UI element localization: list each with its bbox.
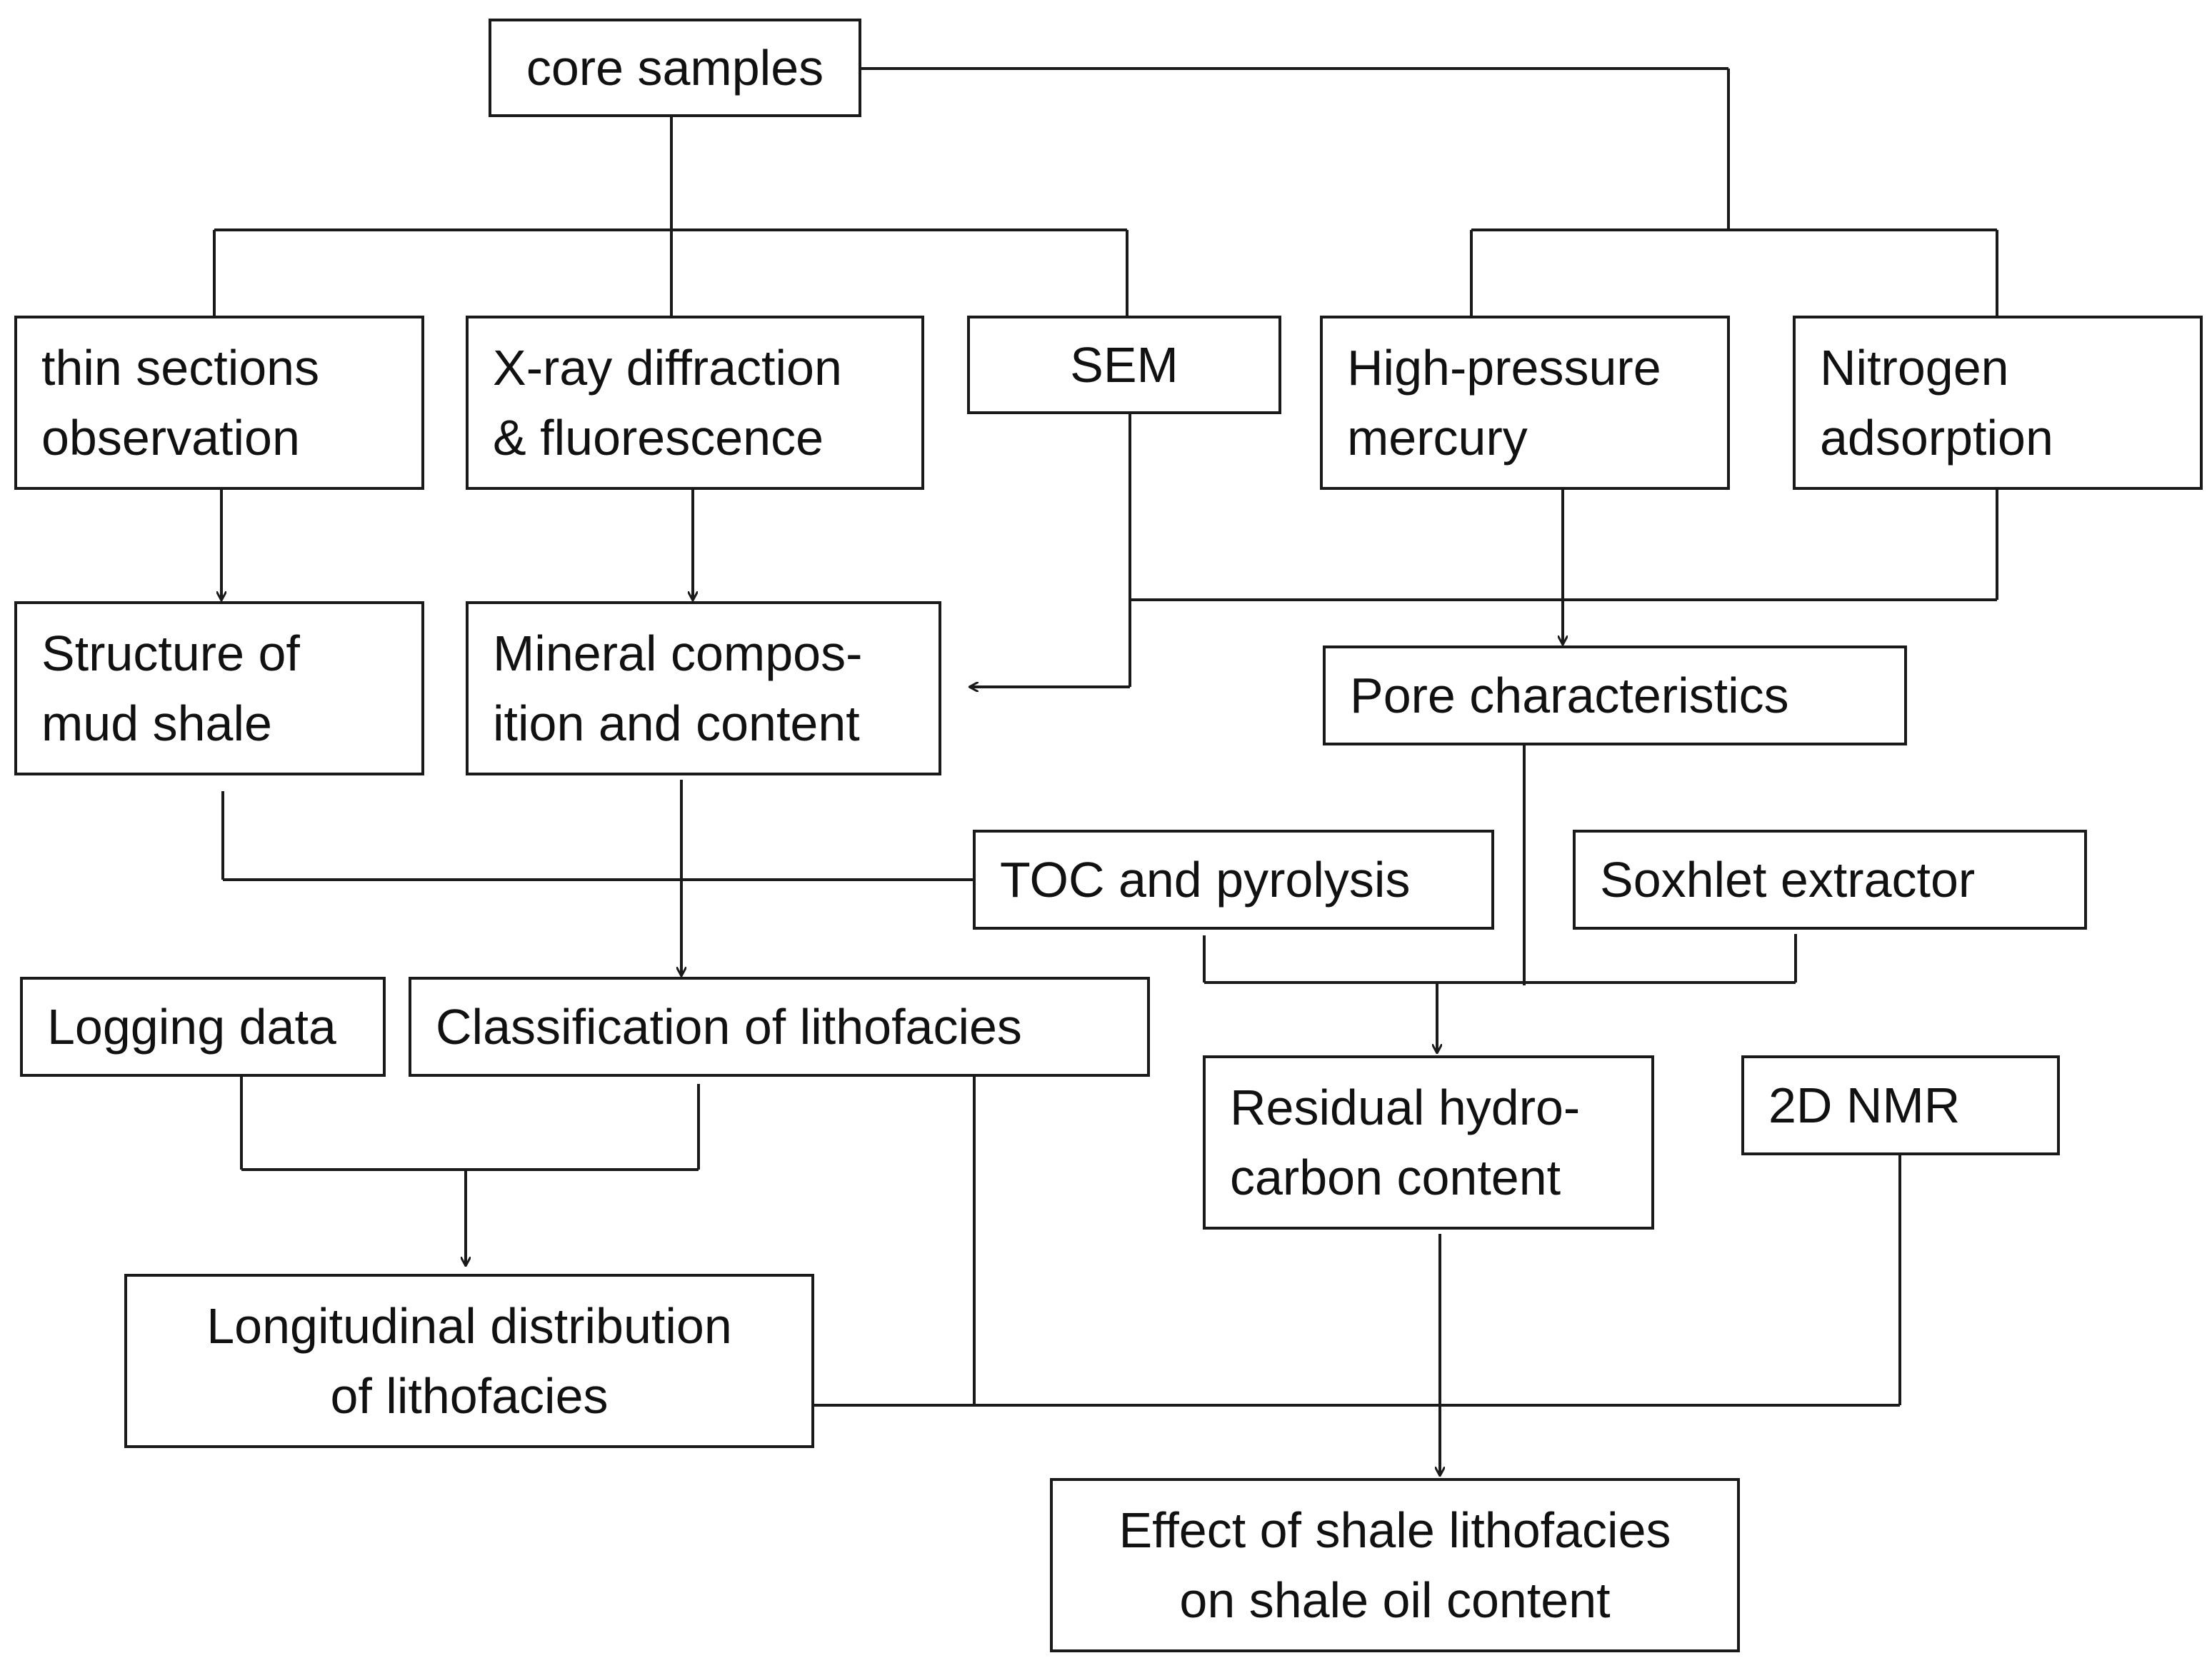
- node-logging-line-1: Logging data: [47, 999, 336, 1055]
- node-nitrogen-line-1: Nitrogen: [1820, 340, 2009, 396]
- node-longitudinal-distribution: Longitudinal distribution of lithofacies: [124, 1274, 814, 1448]
- node-soxhlet-line-1: Soxhlet extractor: [1600, 852, 1976, 908]
- node-effect-line-2: on shale oil content: [1179, 1572, 1611, 1628]
- node-toc-and-pyrolysis: TOC and pyrolysis: [973, 830, 1494, 930]
- node-nitrogen-adsorption: Nitrogen adsorption: [1793, 316, 2203, 490]
- node-core-samples: core samples: [489, 19, 861, 117]
- node-mineral-line-1: Mineral compos-: [493, 625, 863, 681]
- node-sem-line-1: SEM: [1070, 337, 1178, 393]
- node-nmr-line-1: 2D NMR: [1768, 1077, 1961, 1133]
- node-soxhlet-extractor: Soxhlet extractor: [1573, 830, 2087, 930]
- node-toc-line-1: TOC and pyrolysis: [1000, 852, 1411, 908]
- node-structure-of-mud-shale: Structure of mud shale: [14, 601, 424, 775]
- node-longitudinal-line-1: Longitudinal distribution: [206, 1298, 732, 1354]
- node-mineral-line-2: ition and content: [493, 695, 860, 751]
- node-xrd-line-1: X-ray diffraction: [493, 340, 842, 396]
- node-residual-line-1: Residual hydro-: [1230, 1080, 1581, 1135]
- node-thin-sections-line-2: observation: [41, 410, 300, 466]
- node-thin-sections-line-1: thin sections: [41, 340, 320, 396]
- node-effect-of-shale-lithofacies: Effect of shale lithofacies on shale oil…: [1050, 1478, 1740, 1652]
- node-residual-line-2: carbon content: [1230, 1150, 1561, 1205]
- node-high-pressure-mercury: High-pressure mercury: [1320, 316, 1730, 490]
- node-2d-nmr: 2D NMR: [1741, 1055, 2060, 1155]
- node-xrd: X-ray diffraction & fluorescence: [466, 316, 924, 490]
- node-high-pressure-line-2: mercury: [1347, 410, 1528, 466]
- node-longitudinal-line-2: of lithofacies: [330, 1368, 609, 1424]
- node-core-samples-line-1: core samples: [526, 40, 824, 96]
- node-logging-data: Logging data: [20, 977, 386, 1077]
- node-pore-characteristics: Pore characteristics: [1323, 645, 1907, 745]
- node-nitrogen-line-2: adsorption: [1820, 410, 2053, 466]
- node-high-pressure-line-1: High-pressure: [1347, 340, 1661, 396]
- node-sem: SEM: [967, 316, 1281, 414]
- node-thin-sections: thin sections observation: [14, 316, 424, 490]
- node-effect-line-1: Effect of shale lithofacies: [1118, 1502, 1671, 1558]
- node-residual-hydrocarbon: Residual hydro- carbon content: [1203, 1055, 1654, 1230]
- node-classification-of-lithofacies: Classification of lithofacies: [409, 977, 1150, 1077]
- node-mineral-composition: Mineral compos- ition and content: [466, 601, 941, 775]
- node-classification-line-1: Classification of lithofacies: [436, 999, 1022, 1055]
- node-xrd-line-2: & fluorescence: [493, 410, 824, 466]
- node-pore-line-1: Pore characteristics: [1350, 668, 1789, 723]
- node-structure-line-1: Structure of: [41, 625, 300, 681]
- node-structure-line-2: mud shale: [41, 695, 272, 751]
